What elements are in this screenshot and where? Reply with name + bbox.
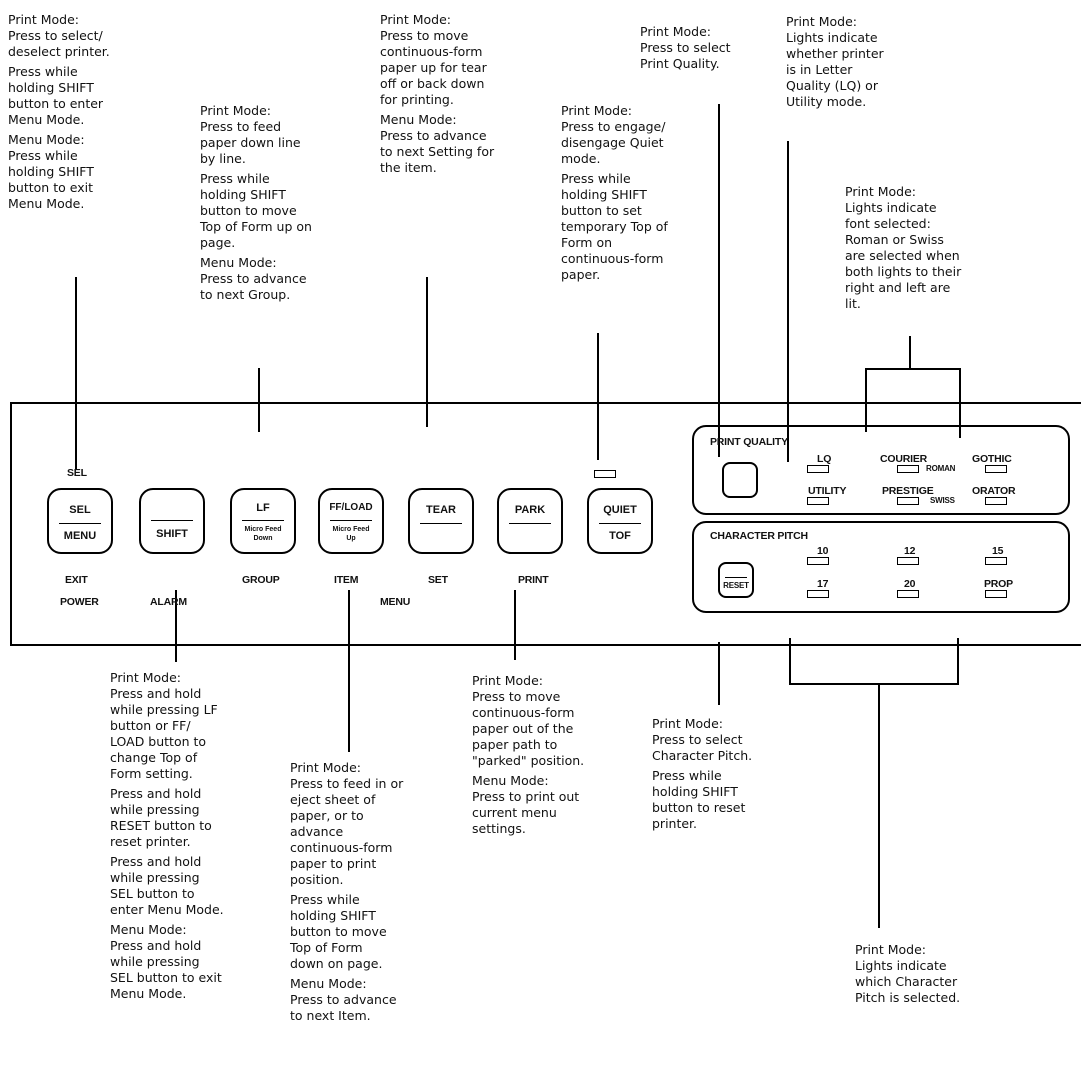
pitch-17-label: 17	[817, 578, 829, 590]
utility-light	[807, 497, 829, 505]
quiet-tof-button[interactable]: QUIET TOF	[587, 488, 653, 554]
utility-label: UTILITY	[808, 485, 847, 497]
exit-label: EXIT	[65, 574, 88, 586]
orator-label: ORATOR	[972, 485, 1016, 497]
pitch-20-light	[897, 590, 919, 598]
character-pitch-title: CHARACTER PITCH	[710, 530, 808, 542]
print-label: PRINT	[518, 574, 549, 586]
pitch-17-light	[807, 590, 829, 598]
prop-light	[985, 590, 1007, 598]
callout-sel: Print Mode:Press to select/deselect prin…	[8, 12, 110, 211]
menu-label: MENU	[380, 596, 411, 608]
courier-label: COURIER	[880, 453, 928, 465]
callout-quiet: Print Mode:Press to engage/disengage Qui…	[561, 103, 668, 282]
tear-button[interactable]: TEAR	[408, 488, 474, 554]
orator-light	[985, 497, 1007, 505]
roman-label: ROMAN	[926, 464, 956, 473]
prestige-light	[897, 497, 919, 505]
prestige-label: PRESTIGE	[882, 485, 934, 497]
courier-light	[897, 465, 919, 473]
pitch-12-light	[897, 557, 919, 565]
gothic-light	[985, 465, 1007, 473]
prop-label: PROP	[984, 578, 1013, 590]
pitch-12-label: 12	[904, 545, 916, 557]
control-panel	[10, 402, 1081, 646]
park-button[interactable]: PARK	[497, 488, 563, 554]
pitch-15-light	[985, 557, 1007, 565]
item-label: ITEM	[334, 574, 359, 586]
ff-load-button[interactable]: FF/LOAD Micro Feed Up	[318, 488, 384, 554]
alarm-label: ALARM	[150, 596, 187, 608]
pitch-15-label: 15	[992, 545, 1004, 557]
set-label: SET	[428, 574, 448, 586]
pitch-10-label: 10	[817, 545, 829, 557]
pitch-20-label: 20	[904, 578, 916, 590]
lq-label: LQ	[817, 453, 832, 465]
print-quality-title: PRINT QUALITY	[710, 436, 788, 448]
lq-light	[807, 465, 829, 473]
power-label: POWER	[60, 596, 99, 608]
pitch-10-light	[807, 557, 829, 565]
quiet-indicator-light	[594, 470, 616, 478]
sel-menu-button[interactable]: SEL MENU	[47, 488, 113, 554]
gothic-label: GOTHIC	[972, 453, 1012, 465]
print-quality-group	[692, 425, 1070, 515]
group-label: GROUP	[242, 574, 280, 586]
print-quality-button[interactable]	[722, 462, 758, 498]
character-pitch-group	[692, 521, 1070, 613]
swiss-label: SWISS	[930, 496, 955, 505]
character-pitch-reset-button[interactable]: RESET	[718, 562, 754, 598]
shift-button[interactable]: SHIFT	[139, 488, 205, 554]
sel-light-label: SEL	[67, 467, 87, 479]
lf-button[interactable]: LF Micro Feed Down	[230, 488, 296, 554]
